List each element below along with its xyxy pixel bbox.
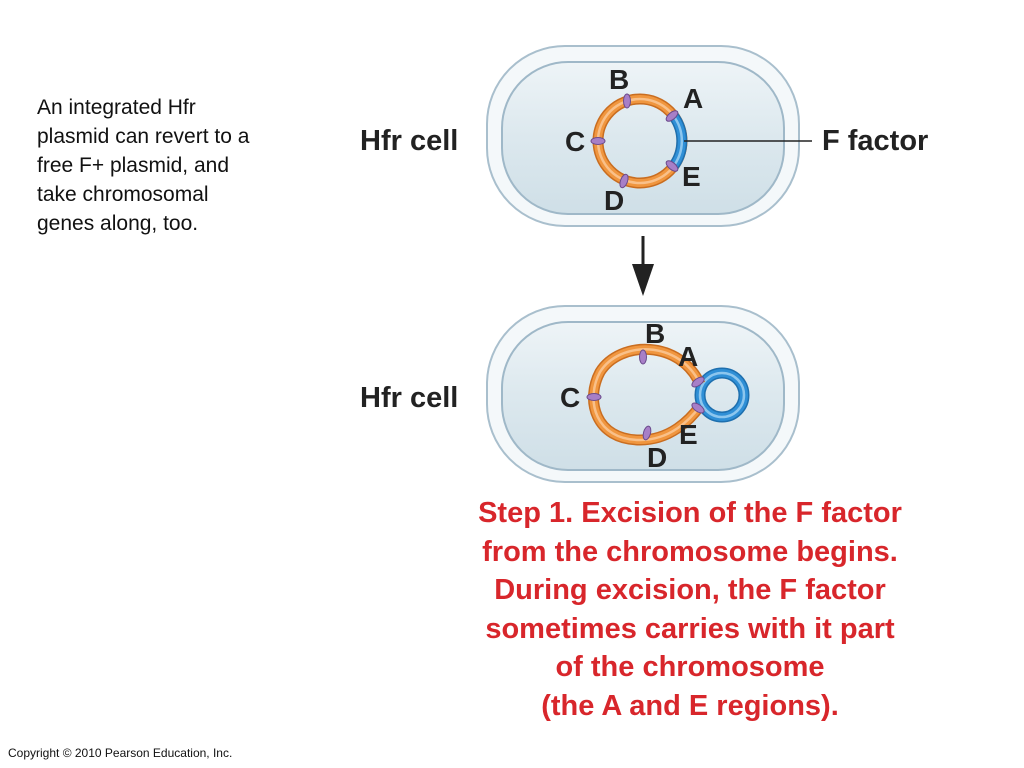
gene-marker-c	[586, 393, 602, 401]
gene-marker-a	[691, 376, 705, 388]
top-cell: Hfr cell F factor B A C E D	[360, 45, 928, 227]
caption-line: (the A and E regions).	[541, 689, 839, 722]
step-caption: Step 1. Excision of the F factor from th…	[360, 494, 1020, 725]
cell-label: Hfr cell	[360, 382, 458, 414]
gene-label-d: D	[604, 185, 624, 216]
intro-line: take chromosomal	[37, 183, 209, 206]
gene-label-b: B	[645, 318, 665, 349]
gene-marker-b	[623, 93, 631, 109]
gene-label-e: E	[679, 419, 698, 450]
down-arrow	[632, 236, 654, 296]
cell-wall-inner	[501, 61, 785, 215]
gene-marker-d	[619, 173, 629, 189]
cell-label: Hfr cell	[360, 125, 458, 157]
gene-marker-e	[665, 160, 679, 172]
gene-label-a: A	[683, 83, 703, 114]
intro-text: An integrated Hfr plasmid can revert to …	[37, 93, 327, 238]
f-factor-label: F factor	[822, 125, 928, 157]
f-factor-loop-highlight	[698, 371, 746, 419]
caption-line: Step 1. Excision of the F factor	[478, 497, 902, 529]
f-factor-segment-highlight	[671, 113, 683, 169]
gene-marker-e	[691, 402, 705, 414]
gene-label-c: C	[560, 382, 580, 413]
caption-line: from the chromosome begins.	[482, 535, 898, 568]
caption-line: sometimes carries with it part	[485, 612, 895, 645]
intro-line: plasmid can revert to a	[37, 125, 250, 148]
gene-marker-a	[665, 110, 679, 122]
gene-marker-d	[642, 425, 652, 441]
copyright-notice: Copyright © 2010 Pearson Education, Inc.	[8, 746, 233, 760]
gene-label-a: A	[678, 341, 698, 372]
caption-line: of the chromosome	[555, 651, 825, 683]
gene-marker-c	[590, 137, 606, 145]
caption-line: During excision, the F factor	[494, 574, 886, 606]
intro-line: An integrated Hfr	[37, 96, 196, 119]
intro-line: free F+ plasmid, and	[37, 154, 230, 177]
bottom-cell: Hfr cell B A C E D	[360, 305, 800, 483]
gene-label-d: D	[647, 442, 667, 473]
gene-label-c: C	[565, 126, 585, 157]
gene-marker-b	[639, 349, 647, 365]
intro-line: genes along, too.	[37, 212, 199, 235]
gene-label-b: B	[609, 64, 629, 95]
cell-wall-inner	[501, 321, 785, 471]
gene-label-e: E	[682, 161, 701, 192]
